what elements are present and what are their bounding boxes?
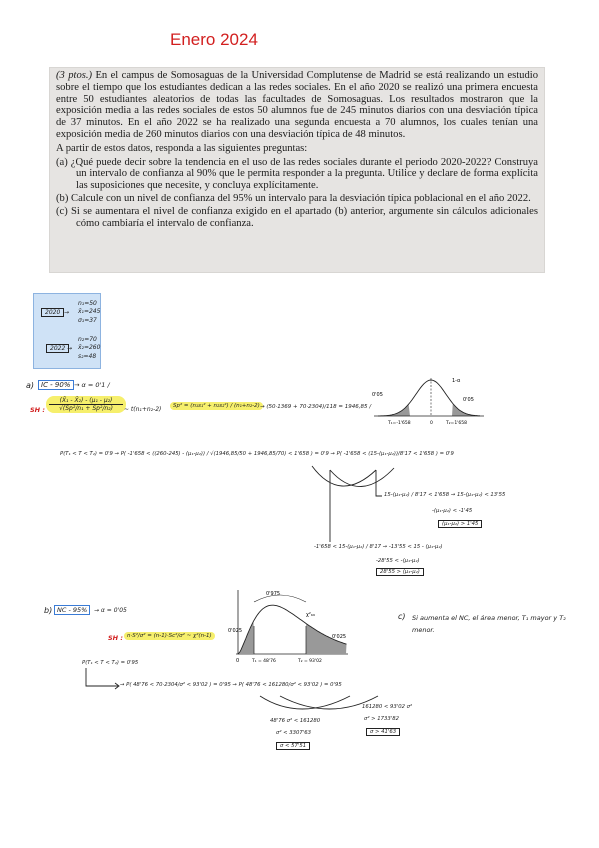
part-b-right-result: σ > 41'63 bbox=[366, 728, 401, 736]
part-a-left-1: -1'658 < 15-(μ₁-μ₂) / 8'17 → -13'55 < 15… bbox=[314, 544, 443, 550]
part-b-label: b) bbox=[44, 606, 53, 615]
curve-a-left-tail bbox=[378, 404, 410, 416]
curve-b-area-brace bbox=[253, 594, 307, 603]
part-a-sp-formula: Sp² = (n₁s₁² + n₂s₂²) / (n₁+n₂-2) bbox=[170, 402, 263, 410]
curve-b-right-label: 0'025 bbox=[332, 634, 346, 640]
part-a-left-2: -28'55 < -(μ₁-μ₂) bbox=[376, 558, 420, 564]
pivot-denominator: √(Sp²/n₁ + Sp²/n₂) bbox=[59, 405, 113, 412]
part-b-chi-curve: 0'975 χ²₆₉ 0'025 0'025 0 T₁ = 48'76 T₂ =… bbox=[228, 590, 348, 664]
pivot-numerator: (X̄₁ - X̄₂) - (μ₁ - μ₂) bbox=[49, 397, 123, 405]
problem-text: (3 ptos.) En el campus de Somosaguas de … bbox=[56, 70, 538, 230]
arrow-icon: → bbox=[67, 345, 73, 352]
curve-a-right-tail bbox=[452, 403, 480, 416]
year-2022: 2022 bbox=[46, 344, 70, 353]
n2-value: n₂=70 bbox=[78, 336, 97, 343]
curve-b-label: χ²₆₉ bbox=[306, 612, 315, 618]
page-title: Enero 2024 bbox=[170, 30, 258, 49]
part-b-alpha: → α = 0'05 bbox=[94, 607, 127, 614]
part-b-left-result: σ < 57'51 bbox=[276, 742, 311, 750]
part-b-left-2: σ² < 3307'63 bbox=[276, 730, 311, 736]
curve-b-top-label: 0'975 bbox=[266, 591, 280, 597]
curve-a-zero: 0 bbox=[430, 420, 433, 426]
sd1-value: σ₁=37 bbox=[78, 317, 97, 324]
sd2-value: s₂=48 bbox=[78, 353, 97, 360]
problem-intro: (3 ptos.) En el campus de Somosaguas de … bbox=[56, 70, 538, 141]
part-a-t-curve: 0'05 0'05 1-α T₁=-1'658 0 T₂=1'658 bbox=[372, 378, 484, 426]
curve-a-bell bbox=[378, 379, 480, 417]
part-a-sp-value: → (50·1369 + 70·2304)/118 = 1946,85 / bbox=[260, 404, 372, 410]
curve-a-top-label: 1-α bbox=[452, 378, 461, 384]
part-a-right-2: -(μ₁-μ₂) < -1'45 bbox=[432, 508, 473, 514]
part-b-pivot: n·S²/σ² = (n-1)·Sc²/σ² ~ χ²(n-1) bbox=[124, 632, 215, 640]
curve-a-right-label: 0'05 bbox=[463, 397, 474, 403]
part-b-left-1: 48'76 σ² < 161280 bbox=[270, 718, 321, 724]
curve-a-left-label: 0'05 bbox=[372, 392, 383, 398]
problem-prompt: A partir de estos datos, responda a las … bbox=[56, 142, 308, 154]
mean1-value: x̄₁=245 bbox=[78, 308, 101, 315]
curve-a-t2: T₂=1'658 bbox=[445, 420, 467, 426]
part-b-sh: SH : bbox=[108, 634, 123, 642]
part-a-alpha: → α = 0'1 / bbox=[74, 381, 110, 389]
part-b-prob-2: → P( 48'76 < 70·2304/σ² < 93'02 ) = 0'95… bbox=[120, 682, 342, 688]
problem-photo: 4) (3 ptos.) En el campus de Somosaguas … bbox=[50, 68, 544, 272]
curve-b-zero: 0 bbox=[236, 658, 239, 664]
part-a-dist: ~ t(n₁+n₂-2) bbox=[124, 406, 162, 413]
part-a-prob-line: P(T₁ < T < T₂) = 0'9 → P( -1'658 < ((260… bbox=[60, 451, 454, 457]
part-b-ic: NC - 95% bbox=[54, 605, 91, 615]
n1-value: n₁=50 bbox=[78, 300, 97, 307]
part-a-right-1: 15-(μ₁-μ₂) / 8'17 < 1'658 → 15-(μ₁-μ₂) <… bbox=[384, 492, 506, 498]
arrow-icon: → bbox=[64, 309, 70, 316]
part-c-text: Si aumenta el NC, el área menor, T₁ mayo… bbox=[412, 614, 566, 634]
part-c-label: c) bbox=[398, 612, 406, 621]
year-2020: 2020 bbox=[41, 308, 65, 317]
problem-points: (3 ptos.) bbox=[56, 70, 93, 81]
curve-b-left-label: 0'025 bbox=[228, 628, 242, 634]
problem-item-c: (c) Si se aumentara el nivel de confianz… bbox=[56, 205, 538, 229]
part-b-right-1: 161280 < 93'02 σ² bbox=[362, 704, 413, 710]
part-b-prob-1: P(T₁ < T < T₂) = 0'95 bbox=[82, 660, 139, 666]
curve-a-t1: T₁=-1'658 bbox=[387, 420, 411, 426]
part-a-label: a) bbox=[26, 381, 35, 390]
part-a-ic: IC - 90% bbox=[38, 380, 74, 390]
curve-b-right-tail bbox=[306, 623, 347, 654]
part-b-arrow-icon bbox=[85, 668, 120, 690]
problem-item-b: (b) Calcule con un nivel de confianza de… bbox=[56, 192, 531, 204]
problem-intro-text: En el campus de Somosaguas de la Univers… bbox=[56, 70, 538, 140]
part-a-right-result: (μ₁-μ₂) > 1'45 bbox=[438, 520, 483, 528]
part-b-branch-arrows bbox=[259, 695, 379, 710]
data-summary-box: 2020 → n₁=50 x̄₁=245 σ₁=37 2022 → n₂=70 … bbox=[33, 293, 101, 369]
part-a-pivot: (X̄₁ - X̄₂) - (μ₁ - μ₂) √(Sp²/n₁ + Sp²/n… bbox=[46, 396, 126, 413]
part-a-left-result: 28'55 > (μ₁-μ₂) bbox=[376, 568, 424, 576]
problem-item-a: (a) ¿Qué puede decir sobre la tendencia … bbox=[56, 156, 538, 192]
part-a-sh: SH : bbox=[30, 406, 45, 414]
mean2-value: x̄₂=260 bbox=[78, 344, 101, 351]
part-b-right-2: σ² > 1733'82 bbox=[364, 716, 399, 722]
curve-b-density bbox=[237, 604, 347, 655]
part-a-branch-arrows bbox=[311, 465, 395, 542]
curve-b-t2: T₂ = 93'02 bbox=[297, 658, 322, 664]
curve-b-t1: T₁ = 48'76 bbox=[251, 658, 276, 664]
